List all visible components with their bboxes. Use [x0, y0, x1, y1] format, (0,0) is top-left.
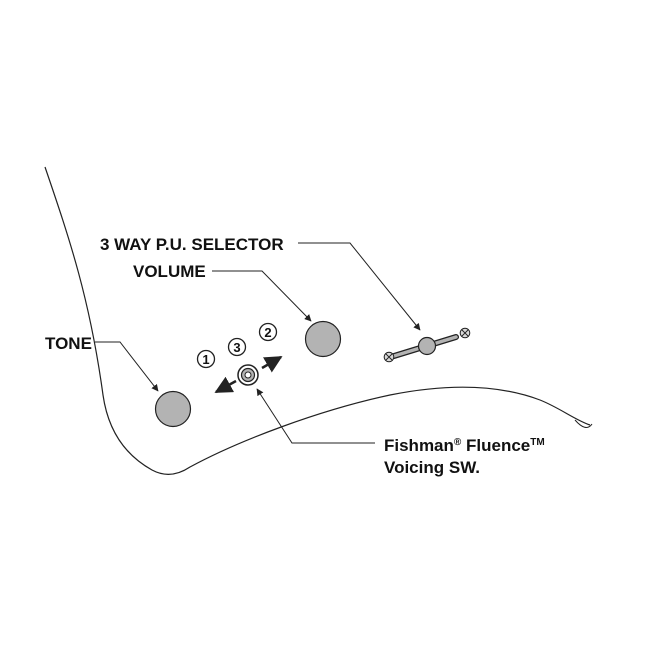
trademark-mark: TM [530, 437, 544, 448]
arrow-left-icon [214, 376, 237, 394]
screw-icon [383, 351, 395, 363]
position-marker-2: 2 [258, 322, 278, 342]
volume-leader-line [212, 270, 312, 322]
selector-label: 3 WAY P.U. SELECTOR [100, 235, 284, 254]
screw-icon [459, 327, 471, 339]
fishman-text: Fishman [384, 436, 454, 455]
position-marker-1: 1 [196, 349, 216, 369]
voicing-leader-line [256, 388, 375, 444]
registered-mark: ® [454, 437, 462, 448]
arrow-right-icon [261, 355, 283, 373]
selector-leader-line [298, 242, 421, 331]
position-2-label: 2 [264, 325, 271, 340]
guitar-body-outline [44, 166, 591, 475]
position-3-label: 3 [233, 340, 240, 355]
position-1-label: 1 [202, 352, 209, 367]
guitar-body-edge [574, 419, 593, 428]
volume-knob[interactable] [304, 320, 342, 358]
position-marker-3: 3 [227, 337, 247, 357]
volume-label: VOLUME [133, 262, 206, 281]
tone-knob[interactable] [154, 390, 192, 428]
voicing-switch[interactable] [237, 364, 259, 386]
voicing-switch-label: Voicing SW. [384, 458, 480, 477]
tone-leader-line [95, 341, 159, 392]
tone-label: TONE [45, 334, 92, 353]
fishman-fluence-label: Fishman® FluenceTM [384, 436, 545, 455]
pickup-selector[interactable] [391, 334, 459, 359]
fluence-text: Fluence [461, 436, 530, 455]
